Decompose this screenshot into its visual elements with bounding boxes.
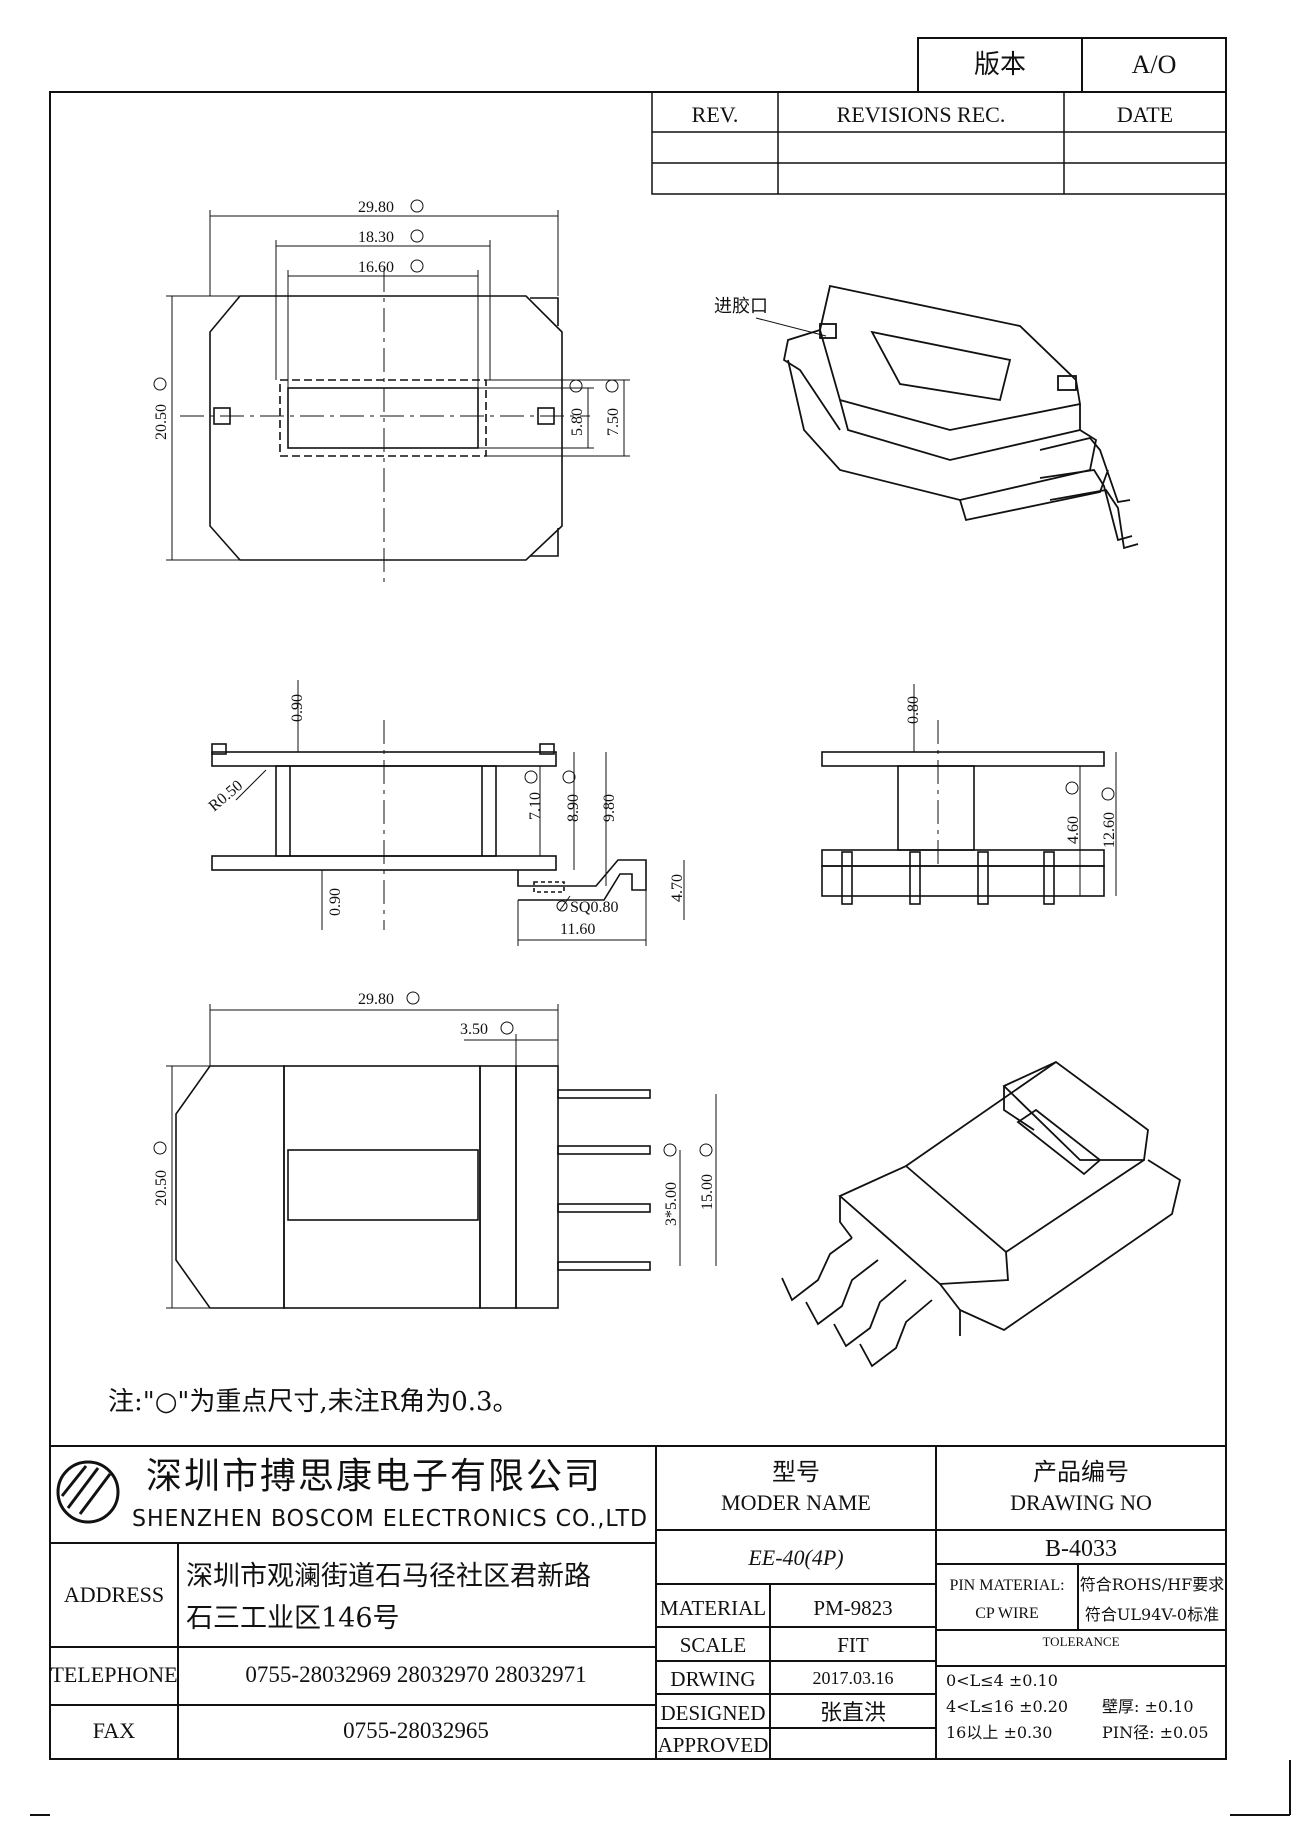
dim-top-inner-2: 7.50 — [605, 408, 622, 436]
tolerance-row-1: 0<L≤4 ±0.10 — [946, 1671, 1058, 1690]
crop-marks — [30, 1760, 1291, 1816]
dim-top-inner-1: 5.80 — [569, 408, 586, 436]
dim-side-pin-length: 4.70 — [669, 874, 686, 902]
dim-top-window-inner: 16.60 — [358, 259, 394, 276]
dim-bottom-height: 20.50 — [153, 1170, 170, 1206]
version-value: A/O — [1132, 50, 1177, 79]
dim-bottom-width: 29.80 — [358, 991, 394, 1008]
fax-value: 0755-28032965 — [343, 1718, 489, 1743]
revisions-col-date: DATE — [1117, 102, 1173, 127]
fax-label: FAX — [93, 1718, 135, 1743]
address-line-2: 石三工业区146号 — [186, 1603, 400, 1634]
model-label-cn: 型号 — [772, 1458, 820, 1486]
drawing-no-label-cn: 产品编号 — [1033, 1458, 1129, 1486]
version-box — [917, 37, 1227, 93]
dim-side-bottom: 0.90 — [327, 888, 344, 916]
side-view-dimensions — [235, 680, 685, 946]
drawing-no-label-en: DRAWING NO — [1010, 1490, 1152, 1515]
address-line-1: 深圳市观澜街道石马径社区君新路 — [186, 1561, 591, 1592]
scale-value: FIT — [837, 1633, 869, 1657]
material-label: MATERIAL — [660, 1596, 766, 1620]
dim-side-width: 11.60 — [560, 921, 595, 938]
telephone-value: 0755-28032969 28032970 28032971 — [245, 1662, 586, 1687]
designed-value: 张直洪 — [820, 1701, 886, 1726]
bottom-view-dimensions — [166, 1004, 717, 1309]
cp-wire-label: CP WIRE — [975, 1605, 1039, 1622]
company-name-cn: 深圳市搏思康电子有限公司 — [146, 1456, 602, 1497]
pin-material-label: PIN MATERIAL: — [949, 1577, 1064, 1594]
end-view-dimensions — [913, 684, 1117, 896]
dim-bottom-flange: 3.50 — [460, 1021, 488, 1038]
tolerance-row-2: 4<L≤16 ±0.20 — [946, 1697, 1068, 1716]
tolerance-wall: 壁厚: ±0.10 — [1102, 1697, 1194, 1716]
revisions-col-rev: REV. — [692, 102, 739, 127]
telephone-label: TELEPHONE — [50, 1662, 177, 1687]
revisions-col-rec: REVISIONS REC. — [837, 102, 1006, 127]
dim-top-width: 29.80 — [358, 199, 394, 216]
gate-leader — [755, 317, 827, 337]
isometric-view-bottom — [781, 1060, 1182, 1368]
key-dimension-markers — [153, 199, 619, 393]
dim-side-h1: 7.10 — [527, 792, 544, 820]
revisions-table — [651, 91, 1227, 195]
dim-bottom-span: 15.00 — [699, 1174, 716, 1210]
title-block-grid — [50, 1445, 1226, 1759]
dim-top-height: 20.50 — [153, 404, 170, 440]
top-view-dimensions — [166, 210, 630, 561]
drawing-date: 2017.03.16 — [813, 1668, 894, 1688]
scale-label: SCALE — [680, 1633, 747, 1657]
tolerance-label: TOLERANCE — [1042, 1634, 1119, 1649]
key-dimension-markers-lower — [153, 770, 1115, 1157]
dim-side-h3: 9.80 — [601, 794, 618, 822]
address-label: ADDRESS — [64, 1582, 164, 1607]
top-view — [180, 268, 590, 585]
model-value: EE-40(4P) — [747, 1545, 843, 1570]
dim-bottom-pitch: 3*5.00 — [663, 1182, 680, 1226]
dim-end-h2: 12.60 — [1101, 812, 1118, 848]
isometric-view-top — [782, 284, 1139, 550]
bottom-view — [175, 1065, 651, 1309]
tolerance-row-3: 16以上 ±0.30 — [946, 1723, 1052, 1742]
dim-end-h1: 4.60 — [1065, 816, 1082, 844]
tolerance-pin: PIN径: ±0.05 — [1102, 1723, 1209, 1742]
pin-material-value: 符合ROHS/HF要求 — [1080, 1575, 1225, 1594]
drawing-label: DRWING — [670, 1667, 755, 1691]
dim-side-flange: 0.90 — [289, 694, 306, 722]
designed-label: DESIGNED — [661, 1701, 766, 1725]
material-value: PM-9823 — [813, 1596, 892, 1620]
company-logo — [56, 1460, 120, 1524]
end-view — [821, 720, 1105, 905]
gate-callout: 进胶口 — [714, 296, 768, 316]
side-view — [211, 720, 647, 930]
company-name-en: SHENZHEN BOSCOM ELECTRONICS CO.,LTD — [132, 1506, 648, 1532]
dim-side-h2: 8.90 — [565, 794, 582, 822]
dim-top-window-outer: 18.30 — [358, 229, 394, 246]
drawing-note: 注:"○"为重点尺寸,未注R角为0.3。 — [108, 1387, 519, 1417]
version-label: 版本 — [974, 50, 1026, 80]
drawing-no-value: B-4033 — [1045, 1536, 1117, 1562]
dim-end-top: 0.80 — [905, 696, 922, 724]
sheet-border — [49, 91, 1227, 1760]
cp-wire-value: 符合UL94V-0标准 — [1085, 1605, 1219, 1624]
dim-side-square-pin: SQ0.80 — [570, 899, 618, 916]
model-label-en: MODER NAME — [721, 1490, 871, 1515]
approved-label: APPROVED — [658, 1733, 769, 1757]
